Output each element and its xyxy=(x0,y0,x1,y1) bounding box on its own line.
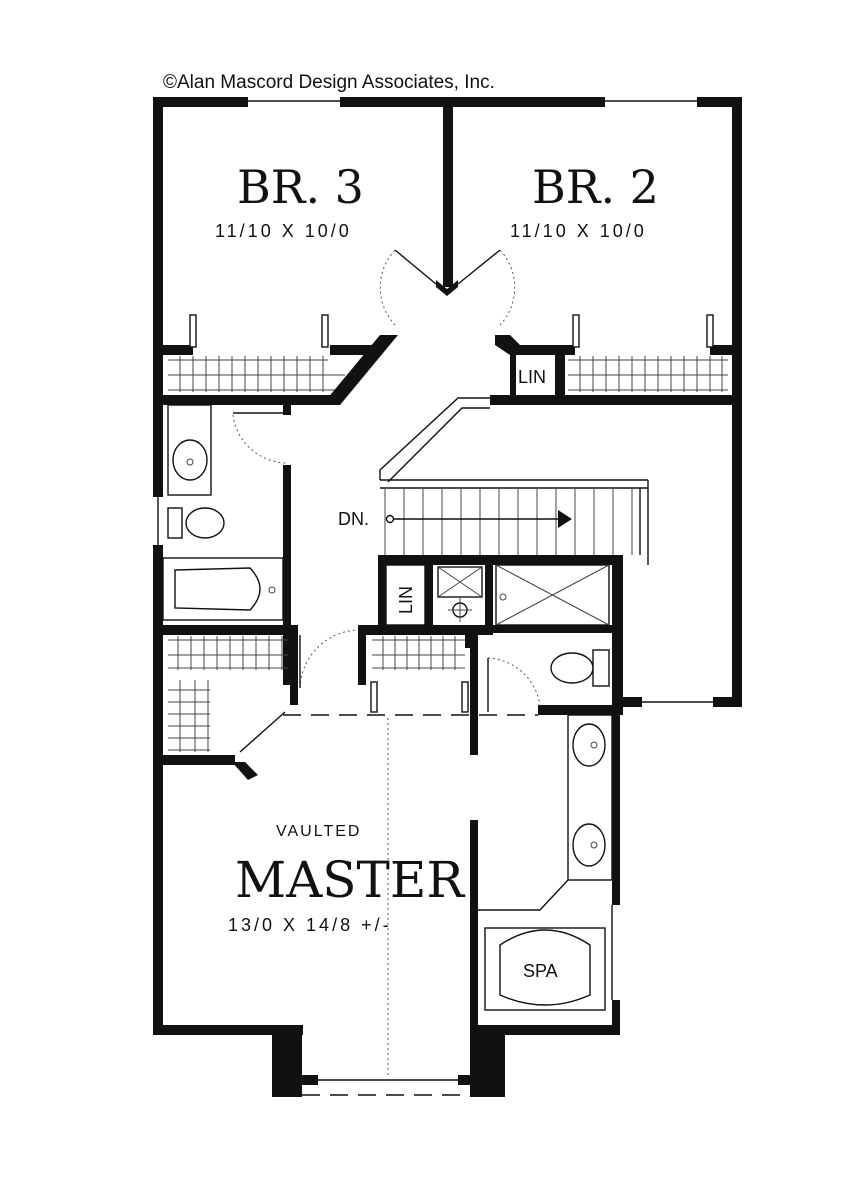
upper-bath xyxy=(162,404,289,621)
room-master-qualifier: VAULTED xyxy=(276,823,361,840)
bedroom-fixtures xyxy=(168,249,728,392)
master-closet xyxy=(168,629,359,753)
stairs-down-arrow-icon xyxy=(558,510,572,528)
room-br3-name: BR. 3 xyxy=(237,160,364,214)
walls xyxy=(153,97,742,1097)
room-br2-name: BR. 2 xyxy=(532,160,659,214)
staircase xyxy=(379,397,649,565)
room-br3-size: 11/10 X 10/0 xyxy=(215,221,352,241)
master-bath-fixtures-upper xyxy=(437,564,610,712)
copyright-text: ©Alan Mascord Design Associates, Inc. xyxy=(163,72,495,93)
room-master: VAULTED MASTER 13/0 X 14/8 +/- xyxy=(228,823,465,935)
linen-closet-hall-label: LIN xyxy=(396,586,416,614)
room-master-name: MASTER xyxy=(235,851,465,909)
room-br3: BR. 3 11/10 X 10/0 xyxy=(215,160,364,241)
room-br2: BR. 2 11/10 X 10/0 xyxy=(510,160,659,241)
master-bath xyxy=(478,714,613,1011)
room-br2-size: 11/10 X 10/0 xyxy=(510,221,647,241)
stairs-down-label: DN. xyxy=(338,509,369,529)
hall-closet xyxy=(370,636,469,713)
room-master-size: 13/0 X 14/8 +/- xyxy=(228,915,392,935)
spa-label: SPA xyxy=(523,961,558,981)
linen-closet-upper-label: LIN xyxy=(518,367,546,387)
hall-linen-closet xyxy=(385,564,426,626)
